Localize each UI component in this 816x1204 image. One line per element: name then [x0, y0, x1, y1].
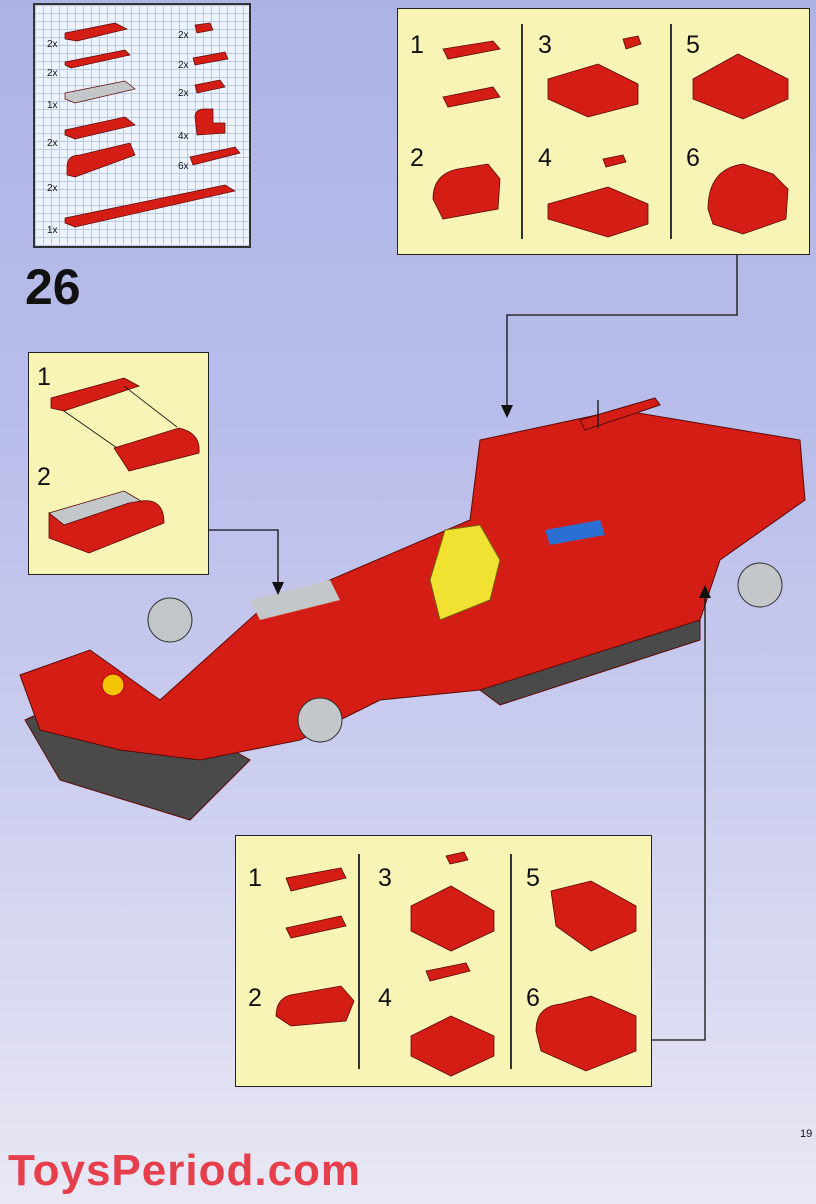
part-qty: 6x — [178, 161, 189, 172]
substep-number: 3 — [378, 864, 392, 892]
parts-list-panel: 2x 2x 1x 2x 2x 1x 2x 2x 2x 4x 6x — [33, 3, 251, 248]
blue-engine-part — [545, 520, 605, 545]
part-qty: 2x — [47, 39, 58, 50]
part-qty: 2x — [178, 30, 189, 41]
substep-number: 5 — [686, 31, 700, 59]
part-qty: 2x — [178, 88, 189, 99]
substep-number: 6 — [526, 984, 540, 1012]
connector-arrows — [209, 255, 738, 1041]
brick-curved-slope — [66, 142, 136, 178]
substep-number: 5 — [526, 864, 540, 892]
substep-panel-left: 1 2 — [28, 352, 209, 575]
brick-plate-1x2 — [194, 79, 226, 94]
brick-plate-2x4 — [64, 116, 136, 140]
wheel-hub — [147, 597, 193, 643]
substep-number: 2 — [248, 984, 262, 1012]
part-qty: 2x — [47, 138, 58, 149]
step-number: 26 — [25, 259, 81, 315]
substep-number: 4 — [538, 144, 552, 172]
column-divider — [521, 24, 523, 239]
substep-number: 1 — [248, 864, 262, 892]
substep-number: 1 — [37, 363, 51, 391]
substep-panel-top: 1 2 3 4 5 6 — [397, 8, 810, 255]
brick-plate-2x10 — [64, 184, 236, 228]
substep-number: 2 — [410, 144, 424, 172]
column-divider — [670, 24, 672, 239]
part-qty: 4x — [178, 131, 189, 142]
substep-illustrations — [275, 851, 637, 1077]
substep-number: 1 — [410, 31, 424, 59]
part-qty: 1x — [47, 100, 58, 111]
substep-illustrations — [48, 377, 200, 554]
brick-bracket — [194, 108, 226, 136]
wheel-hub — [297, 697, 343, 743]
brick-gray-plate — [64, 80, 136, 104]
column-divider — [358, 854, 360, 1069]
yellow-seat — [429, 524, 501, 621]
substep-panel-bottom: 1 2 3 4 5 6 — [235, 835, 652, 1087]
brick-tile-1x2 — [192, 51, 229, 66]
part-qty: 2x — [178, 60, 189, 71]
watermark: ToysPeriod.com — [8, 1146, 362, 1195]
substep-number: 2 — [37, 463, 51, 491]
substep-number: 4 — [378, 984, 392, 1012]
part-qty: 1x — [47, 225, 58, 236]
floating-plate — [579, 397, 661, 431]
parts-illustrations — [64, 22, 241, 228]
brick-plate-1x4 — [64, 49, 131, 69]
substep-number: 3 — [538, 31, 552, 59]
part-qty: 2x — [47, 183, 58, 194]
page-number: 19 — [800, 1128, 813, 1140]
substep-illustrations — [432, 35, 789, 238]
wheel-hub — [737, 562, 783, 608]
brick-plate-2x4 — [64, 22, 129, 42]
part-qty: 2x — [47, 68, 58, 79]
brick-plate-1x3 — [189, 146, 241, 166]
column-divider — [510, 854, 512, 1069]
shell-logo — [101, 673, 125, 697]
gray-plate — [250, 580, 340, 620]
substep-number: 6 — [686, 144, 700, 172]
brick-plate-1x1 — [194, 22, 214, 34]
